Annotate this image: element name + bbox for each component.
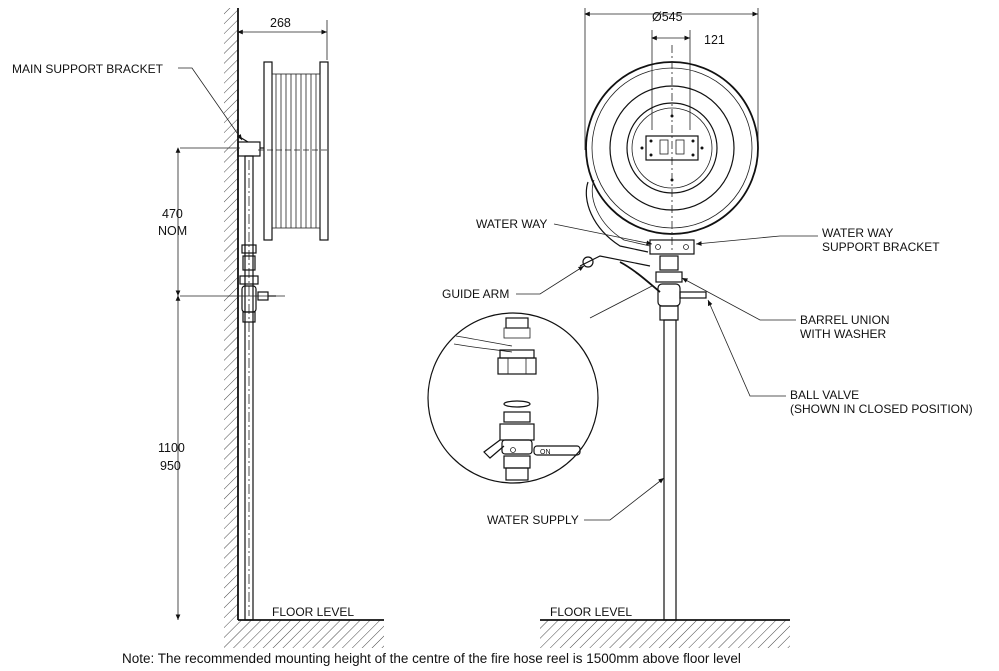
leader-main-support-bracket [178,67,243,141]
detail-washer [503,400,531,408]
leader-ball-valve [707,299,786,397]
detail-barrel-union [497,357,537,375]
detail-circle [427,312,599,484]
mounting-note: Note: The recommended mounting height of… [122,651,741,666]
label-water-supply: WATER SUPPLY [487,513,579,527]
leader-water-supply [584,477,665,521]
label-water-way: WATER WAY [476,217,547,231]
label-water-way-support-1: WATER WAY [822,226,893,240]
label-ball-valve-2: (SHOWN IN CLOSED POSITION) [790,402,973,416]
supply-pipe-side [244,155,254,621]
dim-upper-suffix: NOM [158,224,187,238]
label-barrel-union-1: BARREL UNION [800,313,890,327]
hose-line [619,261,661,293]
dim-upper-value: 470 [162,207,183,221]
dim-diameter-text: Ø545 [652,10,683,24]
wall-hatch [224,8,238,620]
water-way-pipe [585,181,649,253]
dim-bracket-text: 121 [704,33,725,47]
hub-plate [645,135,699,161]
reel-side [258,61,330,241]
main-support-bracket [237,141,261,157]
side-view: 268 [12,8,384,648]
detail-leader [589,285,653,319]
detail-valve-on-mark: ON [540,449,551,456]
label-ball-valve-1: BALL VALVE [790,388,859,402]
leader-barrel-union [681,277,796,321]
water-way-support-bracket [649,239,695,255]
detail-callout: ON [427,285,653,484]
front-view: FLOOR LEVEL Ø545 121 [427,8,973,648]
label-guide-arm: GUIDE ARM [442,287,509,301]
reel-flange-outer [319,61,329,241]
hose-windings [275,74,317,228]
label-floor-level-left: FLOOR LEVEL [272,605,354,619]
supply-pipe-front [663,319,677,621]
guide-arm [579,255,651,267]
label-main-support-bracket: MAIN SUPPORT BRACKET [12,62,164,76]
valve-assembly-front [655,255,707,321]
dim-depth-text: 268 [270,16,291,30]
reel-front [585,45,759,250]
dim-lower-b: 950 [160,459,181,473]
label-water-way-support-2: SUPPORT BRACKET [822,240,940,254]
leader-water-way-support [695,235,818,246]
detail-valve-handle [533,445,581,456]
label-barrel-union-2: WITH WASHER [800,327,887,341]
leader-guide-arm [516,265,585,295]
leader-water-way [553,223,653,246]
valve-assembly-side [239,244,276,323]
floor-hatch-left [224,620,384,648]
reel-flange-inner [263,61,273,241]
floor-hatch-right [540,620,790,648]
label-floor-level-right: FLOOR LEVEL [550,605,632,619]
detail-ball-valve [501,439,533,455]
dim-lower-a: 1100 [158,441,185,455]
